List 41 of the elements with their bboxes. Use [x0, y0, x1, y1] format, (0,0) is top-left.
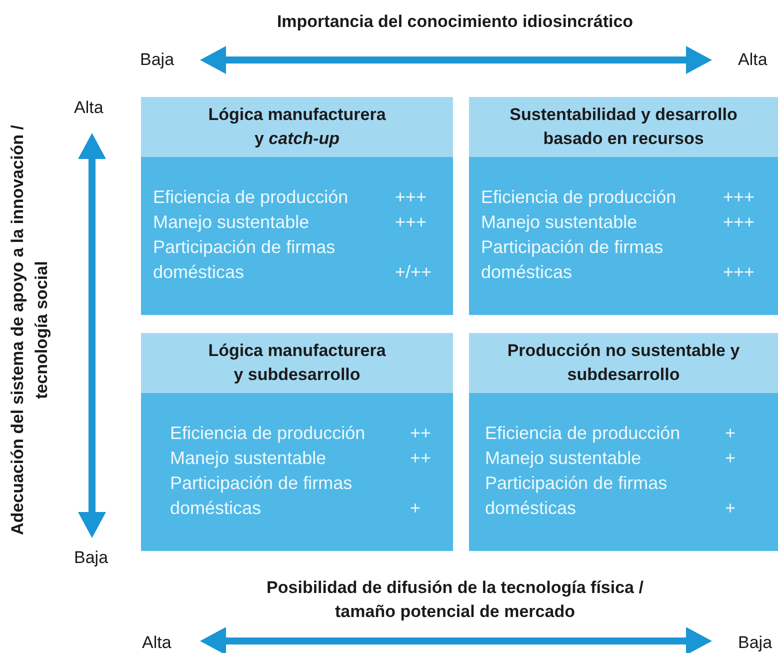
axis-title: Adecuación del sistema de apoyo a la innovación / tecnología social	[7, 124, 52, 538]
criterion-text: Manejo sustentable	[485, 447, 642, 470]
rating-text: +	[725, 497, 736, 520]
criterion-text: Manejo sustentable	[481, 211, 638, 234]
quadrant-card	[141, 333, 453, 551]
axis-end-label: Baja	[74, 548, 108, 568]
axis-end-label: Alta	[74, 98, 104, 118]
rating-text: +++	[395, 186, 427, 209]
axis-end-label: Alta	[738, 50, 768, 70]
rating-text: +++	[723, 186, 755, 209]
quadrant-card	[469, 97, 778, 315]
criterion-text: Manejo sustentable	[170, 447, 326, 470]
criterion-text: Eficiencia de producción	[170, 422, 366, 445]
criterion-text: Eficiencia de producción	[153, 186, 348, 209]
quadrant-card	[141, 97, 453, 315]
axis-end-label: Baja	[140, 50, 174, 70]
rating-text: +/++	[395, 261, 432, 284]
criterion-text: Manejo sustentable	[153, 211, 310, 234]
rating-text: +++	[395, 211, 427, 234]
criterion-text: Participación de firmas domésticas	[481, 236, 664, 284]
rating-text: +++	[723, 261, 755, 284]
rating-text: +++	[723, 211, 755, 234]
rating-text: +	[725, 422, 736, 445]
criterion-text: Participación de firmas domésticas	[153, 236, 336, 284]
quadrant-title: Sustentabilidad y desarrollo basado en recursos	[508, 104, 738, 150]
axis-title: Importancia del conocimiento idiosincrático	[276, 11, 634, 33]
axis-end-label: Baja	[738, 633, 772, 653]
axis-end-label: Alta	[142, 633, 172, 653]
axis-title: Posibilidad de difusión de la tecnología física / tamaño potencial de mercado	[266, 577, 644, 623]
rating-text: ++	[410, 422, 432, 445]
criterion-text: Participación de firmas domésticas	[485, 472, 668, 520]
quadrant-card	[469, 333, 778, 551]
rating-text: +	[725, 447, 736, 470]
quadrant-title: Producción no sustentable y subdesarrollo	[506, 340, 741, 386]
rating-text: ++	[410, 447, 432, 470]
criterion-text: Eficiencia de producción	[481, 186, 676, 209]
criterion-text: Eficiencia de producción	[485, 422, 680, 445]
quadrant-title: Lógica manufacturera y catch-up	[207, 104, 387, 150]
criterion-text: Participación de firmas domésticas	[170, 472, 354, 520]
quadrant-title: Lógica manufacturera y subdesarrollo	[207, 340, 387, 386]
rating-text: +	[410, 497, 421, 520]
